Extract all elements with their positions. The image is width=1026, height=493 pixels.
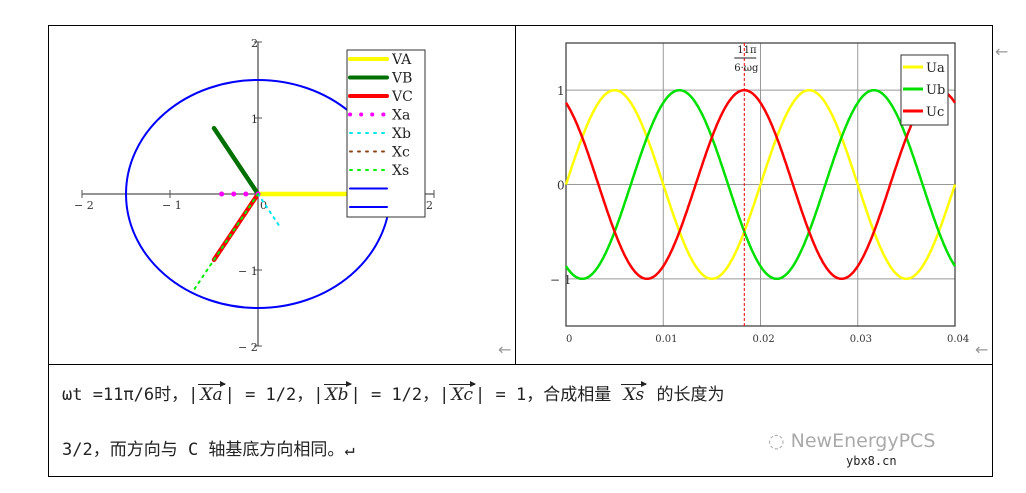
marker-label-numerator: 11π <box>737 45 757 56</box>
y-tick-label: − 1 <box>238 265 258 278</box>
vector-xa: Xa <box>198 381 226 405</box>
y-tick-label: 1 <box>557 84 565 98</box>
legend-label: Xa <box>392 108 410 124</box>
legend-label: Ub <box>926 83 945 98</box>
phasor-xs <box>191 193 259 294</box>
vector-xc: Xc <box>449 381 476 405</box>
row-divider <box>48 364 993 365</box>
y-tick-label: 0 <box>557 179 565 193</box>
legend-label: Xb <box>392 126 411 142</box>
watermark-brand: ◌ NewEnergyPCS <box>768 430 935 452</box>
series-uc <box>564 88 957 281</box>
series-ua <box>564 88 957 281</box>
legend-label: Xc <box>392 145 410 161</box>
x-tick-label: 0 <box>260 199 267 212</box>
y-tick-label: 1 <box>251 113 258 126</box>
text-segment: 的长度为 <box>646 385 725 405</box>
legend-label: Uc <box>926 105 944 120</box>
x-tick-label: 0.04 <box>947 334 969 345</box>
text-segment: | = 1/2，| <box>350 385 450 405</box>
wechat-icon: ◌ <box>768 430 785 452</box>
caption-line-2: 3/2，而方向与 C 轴基底方向相同。↵ <box>62 440 355 460</box>
x-tick-label: − 2 <box>74 199 94 212</box>
phasor-xb <box>257 193 281 228</box>
series-ub <box>564 88 957 281</box>
caption-line-1: ωt =11π/6时，|Xa| = 1/2，|Xb| = 1/2，|Xc| = … <box>62 380 725 405</box>
x-tick-label: 0.02 <box>753 334 775 345</box>
x-tick-label: − 1 <box>162 199 182 212</box>
legend-label: VB <box>391 71 412 87</box>
y-tick-label: 2 <box>251 37 258 50</box>
return-arrow-icon: ← <box>498 340 512 359</box>
watermark-text: NewEnergyPCS <box>790 430 936 452</box>
table-frame <box>48 25 993 477</box>
legend-label: VA <box>391 52 412 68</box>
x-tick-label: 2 <box>426 199 433 212</box>
legend-label: VC <box>391 89 413 105</box>
return-arrow-icon: ← <box>975 340 989 359</box>
cell-divider <box>515 25 516 365</box>
phasor-vb <box>211 125 261 197</box>
x-tick-label: 0.03 <box>850 334 872 345</box>
watermark-site: ybx8.cn <box>846 454 897 468</box>
text-segment: | = 1，合成相量 <box>475 385 622 405</box>
marker-label-denominator: 6·ωg <box>734 63 759 74</box>
vector-xb: Xb <box>323 381 352 405</box>
x-tick-label: 0 <box>566 334 572 345</box>
vector-xs: Xs <box>621 381 648 405</box>
y-tick-label: − 2 <box>238 341 258 354</box>
y-tick-label: − 1 <box>550 273 572 287</box>
text-segment: | = 1/2，| <box>224 385 324 405</box>
text-segment: ωt =11π/6时，| <box>62 385 199 405</box>
legend-label: Xs <box>392 163 409 179</box>
return-arrow-icon: ← <box>995 42 1009 61</box>
legend-label: Ua <box>926 61 945 76</box>
x-tick-label: 0.01 <box>655 334 677 345</box>
